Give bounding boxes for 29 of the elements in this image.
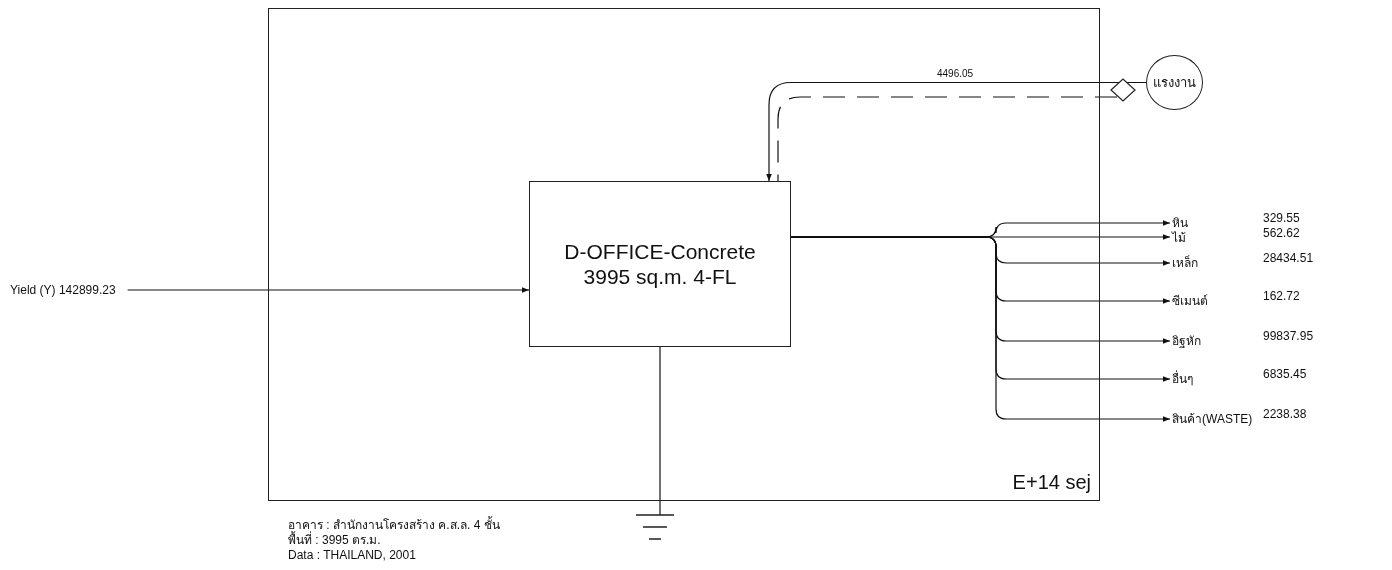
value-label: 28434.51: [1263, 251, 1314, 265]
system-boundary: [268, 8, 1100, 501]
arrow: [766, 81, 1147, 182]
output-label: อิฐหัก: [1172, 334, 1201, 348]
edge-label: 4496.05: [937, 67, 974, 79]
value-label: 562.62: [1263, 226, 1300, 240]
connector-line: [659, 346, 661, 516]
source-label: Yield (Y) 142899.23: [10, 283, 116, 297]
process-box: [529, 181, 791, 347]
corner-label: E+14 sej: [1012, 471, 1091, 494]
value-label: 99837.95: [1263, 329, 1314, 343]
box-title: D-OFFICE-Concrete 3995 sq.m. 4-FL: [563, 239, 757, 289]
output-label: ไม้: [1172, 231, 1186, 245]
output-label: หิน: [1172, 216, 1188, 230]
value-label: 2238.38: [1263, 407, 1307, 421]
dashed-line: [777, 96, 1118, 182]
circle-label: แรงงาน: [1153, 74, 1196, 92]
value-label: 162.72: [1263, 289, 1300, 303]
note-text: อาคาร : สำนักงานโครงสร้าง ค.ส.ล. 4 ชั้น: [288, 518, 500, 532]
arrow: [127, 287, 530, 293]
note-text: Data : THAILAND, 2001: [288, 548, 416, 562]
output-label: อื่นๆ: [1172, 372, 1193, 386]
note-text: พื้นที่ : 3995 ตร.ม.: [288, 533, 381, 547]
output-label: เหล็ก: [1172, 256, 1198, 270]
output-label: ซีเมนต์: [1172, 294, 1208, 308]
source-circle: [1146, 55, 1203, 110]
output-label: สินค้า(WASTE): [1172, 412, 1253, 426]
value-label: 6835.45: [1263, 367, 1307, 381]
value-label: 329.55: [1263, 211, 1300, 225]
